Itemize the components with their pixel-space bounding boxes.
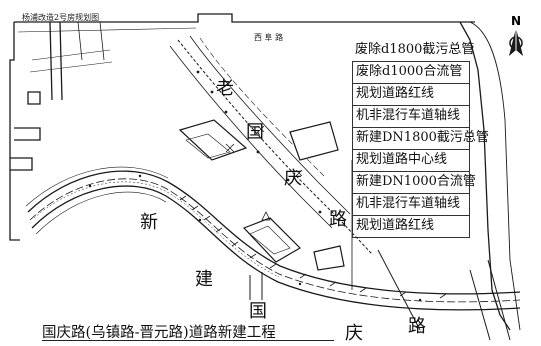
survey-point xyxy=(256,150,260,154)
site-top-boundary xyxy=(14,13,475,23)
legend-item: 规划道路中心线 xyxy=(352,149,470,171)
old-road-centerline xyxy=(177,39,373,255)
legend-item: 机非混行车道轴线 xyxy=(352,193,470,215)
x-marker xyxy=(295,169,303,177)
building-1 xyxy=(178,119,248,161)
street-label-top: 西 阜 路 xyxy=(254,32,283,42)
parcel-line xyxy=(77,21,105,61)
parcel-line xyxy=(29,49,113,73)
legend: 废除d1800截污总管 废除d1000合流管 规划道路红线 机非混行车道轴线 新… xyxy=(352,40,489,238)
road-char-jian: 建 xyxy=(195,269,213,290)
survey-point xyxy=(318,210,322,214)
legend-item: 废除d1800截污总管 xyxy=(355,42,475,57)
legend-item: 新建DN1000合流管 xyxy=(352,171,476,193)
x-marker xyxy=(225,143,235,153)
road-edge xyxy=(469,21,521,331)
building-1-inner xyxy=(185,133,231,159)
road-char-lu2: 路 xyxy=(408,316,426,337)
road-char-lu: 路 xyxy=(329,209,347,230)
survey-point xyxy=(198,218,202,222)
legend-item: 规划道路红线 xyxy=(352,215,470,238)
old-pipe-line xyxy=(199,37,325,177)
old-road-edge xyxy=(169,45,333,229)
parcel-line xyxy=(10,157,33,171)
road-char-guo2: 国 xyxy=(249,301,267,322)
building-3 xyxy=(242,217,301,263)
survey-point xyxy=(286,178,290,182)
x-marker xyxy=(257,125,265,133)
building-4 xyxy=(313,245,345,271)
hatch-marks xyxy=(179,195,447,299)
survey-point xyxy=(418,298,422,302)
lane-axis xyxy=(33,181,280,278)
road-char-xin: 新 xyxy=(140,212,158,233)
legend-item: 机非混行车道轴线 xyxy=(352,105,470,127)
road-char-qing: 庆 xyxy=(284,168,302,189)
old-road-edge xyxy=(189,35,351,215)
road-char-guo: 国 xyxy=(246,122,264,143)
parcel-line xyxy=(49,21,63,101)
legend-item: 新建DN1800截污总管 xyxy=(352,127,489,149)
compass-label: N xyxy=(511,14,522,28)
side-street xyxy=(377,249,421,331)
project-title: 国庆路(乌镇路-晋元路)道路新建工程 xyxy=(42,325,276,341)
building-2 xyxy=(289,121,339,161)
red-line xyxy=(35,191,167,235)
parcel-line xyxy=(14,127,41,141)
legend-item: 废除d1000合流管 xyxy=(352,61,470,83)
survey-point xyxy=(196,70,200,74)
top-left-label: 杨浦改造2号房规划图 xyxy=(22,12,99,22)
road-char-qing2: 庆 xyxy=(345,323,363,344)
survey-point xyxy=(210,90,214,94)
site-right-boundary xyxy=(459,21,511,331)
road-char-lao: 老 xyxy=(216,78,234,99)
parcel-line xyxy=(17,27,197,33)
legend-item: 规划道路红线 xyxy=(352,83,470,105)
side-street xyxy=(249,272,263,300)
building-outline xyxy=(27,91,41,105)
survey-point xyxy=(298,282,302,286)
triangle-marker xyxy=(261,211,271,221)
side-street xyxy=(469,259,511,341)
title-underline xyxy=(42,340,334,341)
survey-point xyxy=(138,174,142,178)
building-3-inner xyxy=(249,225,291,255)
survey-point xyxy=(224,110,228,114)
new-road-centerline xyxy=(29,178,521,303)
red-line xyxy=(25,166,169,207)
survey-point xyxy=(88,184,92,188)
site-left-boundary xyxy=(9,22,20,241)
north-arrow-icon xyxy=(509,28,523,56)
new-road-edge-inner xyxy=(31,185,521,311)
